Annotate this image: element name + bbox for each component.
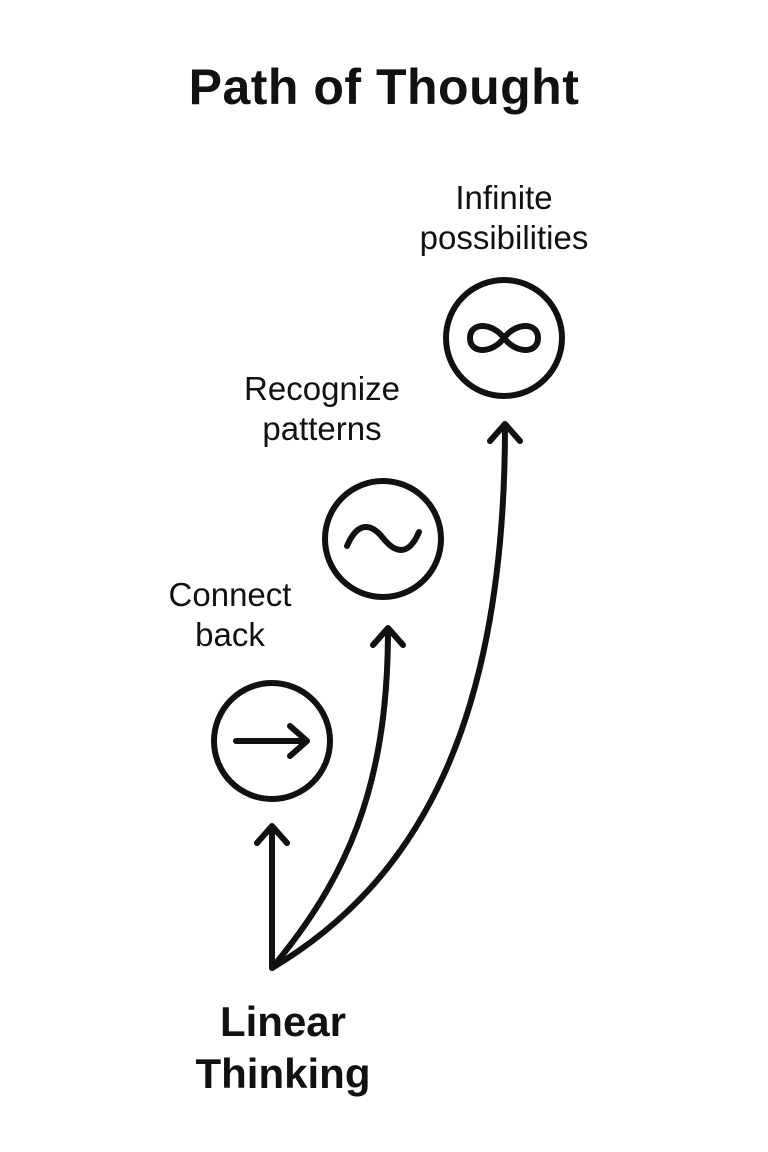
arrowhead-connect-back — [254, 823, 290, 846]
node-label-line: Connect — [168, 576, 292, 613]
diagram-title: Path of Thought — [188, 59, 580, 115]
node-label-line: Infinite — [455, 179, 553, 216]
node-label-infinite-possibilities: Infinite possibilities — [384, 178, 624, 258]
root-label-line: Thinking — [195, 1050, 371, 1097]
root-label-line: Linear — [219, 998, 347, 1045]
node-label-line: possibilities — [419, 219, 589, 256]
node-label-line: Recognize — [244, 370, 400, 407]
arrow-to-recognize-patterns — [269, 627, 391, 971]
arrow-to-infinite-possibilities — [269, 423, 508, 971]
arrow-right-icon — [233, 723, 310, 759]
root-label-linear-thinking: Linear Thinking — [163, 996, 403, 1100]
node-label-line: patterns — [262, 410, 382, 447]
arrowhead-infinite-possibilities — [487, 421, 523, 444]
node-label-connect-back: Connect back — [130, 575, 330, 655]
node-label-recognize-patterns: Recognize patterns — [212, 369, 432, 449]
node-label-line: back — [195, 616, 265, 653]
tilde-wave-icon — [344, 524, 422, 553]
node-infinite-possibilities-circle — [443, 277, 565, 399]
arrowhead-recognize-patterns — [370, 625, 406, 648]
infinity-icon — [467, 323, 541, 353]
node-connect-back-circle — [211, 680, 333, 802]
node-recognize-patterns-circle — [322, 478, 444, 600]
